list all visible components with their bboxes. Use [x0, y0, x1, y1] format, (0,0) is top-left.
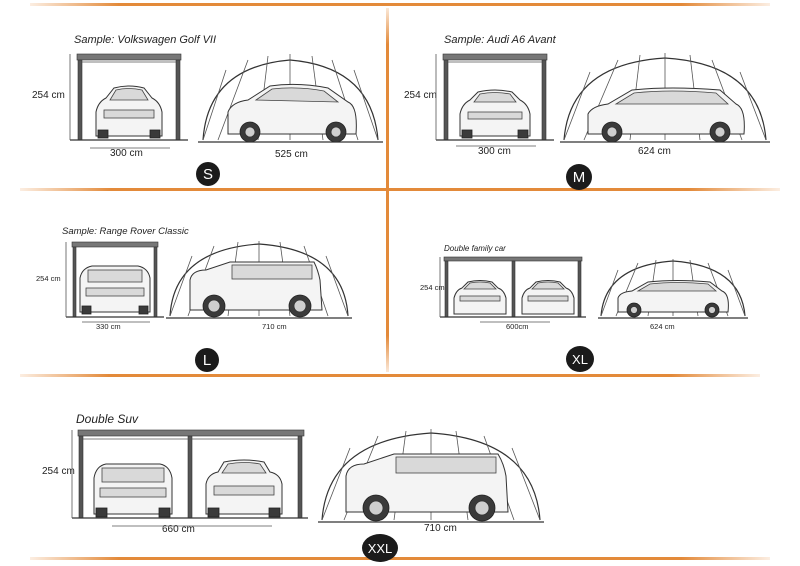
height-dimension: 254 cm	[420, 283, 445, 292]
side-view-drawing	[560, 53, 770, 143]
side-view-drawing	[598, 259, 748, 319]
divider-bottom	[30, 557, 770, 560]
side-view-drawing	[198, 54, 383, 143]
divider-top	[30, 3, 770, 6]
sample-label: Double Suv	[76, 412, 139, 426]
width-dimension: 300 cm	[110, 148, 143, 159]
sample-label: Sample: Volkswagen Golf VII	[74, 34, 217, 46]
height-dimension: 254 cm	[404, 90, 437, 101]
side-view-drawing	[166, 241, 352, 319]
length-dimension: 710 cm	[262, 322, 287, 331]
length-dimension: 525 cm	[275, 149, 308, 160]
size-badge: L	[195, 348, 219, 372]
sample-label: Sample: Audi A6 Avant	[444, 34, 556, 46]
side-view-drawing	[318, 429, 544, 523]
width-dimension: 660 cm	[162, 524, 195, 535]
front-view-drawing	[439, 256, 586, 323]
front-view-drawing	[69, 53, 188, 149]
divider-middle	[386, 8, 389, 372]
size-badge: M	[566, 164, 592, 190]
length-dimension: 624 cm	[638, 146, 671, 157]
sample-label: Double family car	[444, 244, 506, 253]
front-view-drawing	[65, 241, 164, 323]
front-view-drawing	[71, 429, 308, 527]
front-view-drawing	[435, 53, 554, 147]
length-dimension: 710 cm	[424, 523, 457, 534]
width-dimension: 600cm	[506, 322, 529, 331]
height-dimension: 254 cm	[36, 274, 61, 283]
size-badge: S	[196, 162, 220, 186]
size-badge: XXL	[362, 534, 398, 562]
height-dimension: 254 cm	[42, 466, 75, 477]
sample-label: Sample: Range Rover Classic	[62, 226, 189, 237]
height-dimension: 254 cm	[32, 90, 65, 101]
divider-row1	[20, 188, 780, 191]
width-dimension: 330 cm	[96, 322, 121, 331]
width-dimension: 300 cm	[478, 146, 511, 157]
divider-row2	[20, 374, 760, 377]
length-dimension: 624 cm	[650, 322, 675, 331]
size-badge: XL	[566, 346, 594, 372]
